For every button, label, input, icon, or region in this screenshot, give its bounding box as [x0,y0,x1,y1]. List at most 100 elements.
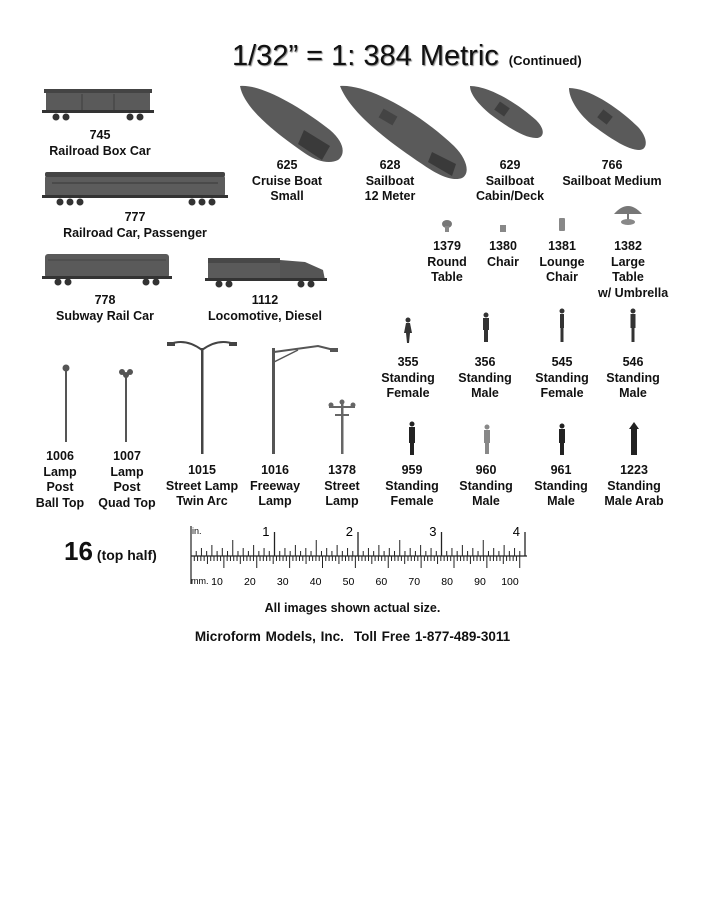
page-title: 1/32” = 1: 384 Metric (Continued) [232,40,582,73]
cruise-boat-small-image [240,85,343,162]
item-355-number: 355 [397,355,419,369]
item-766-number: 766 [601,158,623,172]
ruler-mm-label: 80 [441,576,453,588]
ruler-inch-label: 3 [429,524,436,539]
railroad-box-car-image [42,89,154,121]
chair-image [500,225,506,232]
sailboat-cabin-deck-image [470,86,543,138]
item-1223-number: 1223 [620,463,648,477]
item-1382-number: 1382 [614,239,642,253]
scale-ruler: in. mm. 1 2 3 4 10 20 30 40 50 60 70 80 90 100 [190,524,527,588]
sailboat-12-meter-image [340,85,467,180]
actual-size-note: All images shown actual size. [264,601,441,615]
ruler-mm-label: 90 [474,576,486,588]
ruler-mm-unit: mm. [191,576,209,586]
title-text: 1/32” = 1: 384 Metric [232,40,499,72]
large-table-umbrella-image [614,206,642,225]
ruler-mm-label: 50 [343,576,355,588]
round-table-image [442,220,452,232]
ruler-inch-label: 1 [262,524,269,539]
ruler-inch-unit: in. [192,526,202,536]
ruler-mm-labels: 10 20 30 40 50 60 70 80 90 100 [211,576,519,588]
standing-female-545-image [559,308,565,342]
item-356-number: 356 [474,355,496,369]
item-778-number: 778 [94,293,116,307]
item-1006-number: 1006 [46,449,74,463]
item-960-number: 960 [475,463,497,477]
item-1015-number: 1015 [188,463,216,477]
ruler-mm-label: 70 [408,576,420,588]
ruler-inch-label: 2 [346,524,353,539]
item-778-desc: Subway Rail Car [56,308,154,323]
standing-male-546-image [630,308,636,342]
street-lamp-twin-arc-image [167,341,237,454]
page-number-note: (top half) [96,547,157,563]
item-545-number: 545 [551,355,573,369]
standing-male-356-image [483,312,489,342]
standing-female-959-image [409,421,415,455]
standing-male-arab-image [629,422,639,455]
ruler-mm-label: 100 [501,576,519,588]
ruler-mm-label: 40 [310,576,322,588]
item-1381-number: 1381 [548,239,576,253]
item-745-number: 745 [89,128,111,142]
item-1378-number: 1378 [328,463,356,477]
item-1380-number: 1380 [489,239,517,253]
ruler-mm-label: 20 [244,576,256,588]
ruler-mm-label: 10 [211,576,223,588]
item-1016-number: 1016 [261,463,289,477]
item-1379-number: 1379 [433,239,461,253]
diesel-locomotive-image [205,258,327,288]
ruler-mm-label: 60 [376,576,388,588]
standing-male-961-image [559,423,565,455]
ruler-inch-labels: 1 2 3 4 [262,524,520,539]
company-phone: Toll Free 1-877-489-3011 [353,629,511,644]
title-continued: (Continued) [508,53,582,68]
railroad-passenger-car-image [42,172,228,206]
item-777-number: 777 [124,210,146,224]
item-777-desc: Railroad Car, Passenger [63,225,207,240]
item-959-number: 959 [401,463,423,477]
item-546-number: 546 [622,355,644,369]
standing-male-960-image [484,424,490,454]
item-628-number: 628 [379,158,401,172]
item-1112-desc: Locomotive, Diesel [208,308,322,323]
ruler-mm-label: 30 [277,576,289,588]
item-745-desc: Railroad Box Car [49,143,151,158]
subway-rail-car-image [42,254,172,286]
company-name: Microform Models, Inc. [194,629,344,644]
item-1112-number: 1112 [251,293,279,307]
ruler-inch-label: 4 [513,524,520,539]
freeway-lamp-image [272,344,338,454]
standing-female-355-image [404,317,412,343]
lamp-post-ball-top-image [62,364,70,442]
item-625-number: 625 [276,158,298,172]
ruler-ticks [190,526,527,584]
item-961-number: 961 [550,463,572,477]
lounge-chair-image [559,218,565,231]
item-629-number: 629 [499,158,521,172]
street-lamp-1378-image [328,399,356,454]
company-footer: Microform Models, Inc. Toll Free 1-877-48… [0,629,705,644]
